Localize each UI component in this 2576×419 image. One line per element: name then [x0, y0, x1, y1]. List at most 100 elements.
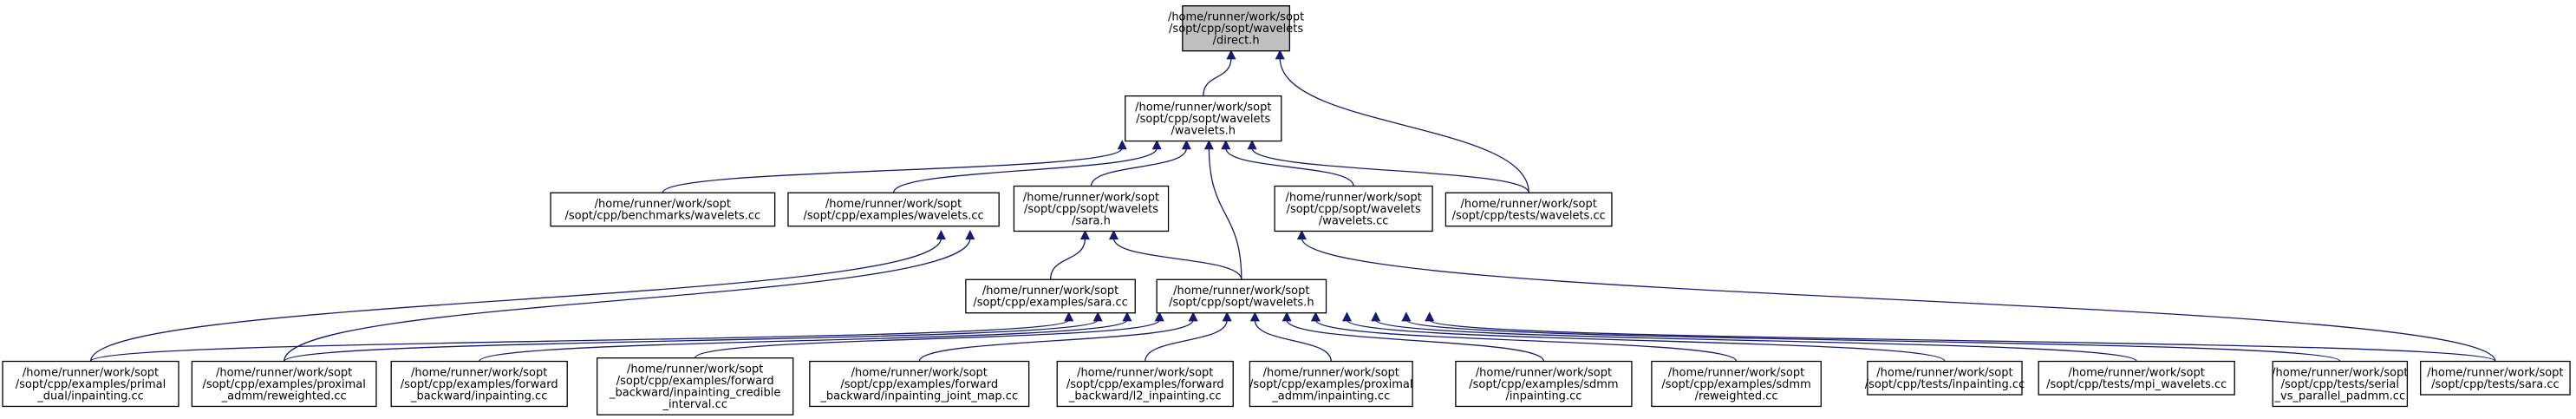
node-label-line: /sopt/cpp/tests/sara.cc: [2431, 378, 2559, 391]
node-label-line: /sopt/cpp/examples/forward: [401, 378, 558, 391]
node-sdmm-inp[interactable]: /home/runner/work/sopt/sopt/cpp/examples…: [1455, 360, 1633, 408]
node-label-line: /sopt/cpp/examples/sdmm: [1661, 378, 1810, 391]
node-ex-wavelets-cc[interactable]: /home/runner/work/sopt/sopt/cpp/examples…: [787, 192, 1000, 227]
node-label-line: /home/runner/work/sopt: [1876, 367, 2012, 380]
arrowhead: [1092, 311, 1103, 322]
edge-fb_cred-to-sopt_wavelets_h: [695, 311, 1164, 359]
arrowhead: [1275, 49, 1285, 60]
node-tests-serial[interactable]: /home/runner/work/sopt/sopt/cpp/tests/se…: [2272, 360, 2408, 408]
arrowhead: [1221, 140, 1231, 150]
edge-tests_inp-to-sopt_wavelets_h: [1341, 311, 1946, 363]
node-prox-inp[interactable]: /home/runner/work/sopt/sopt/cpp/examples…: [1249, 360, 1413, 408]
node-fb-joint[interactable]: /home/runner/work/sopt/sopt/cpp/examples…: [809, 360, 1030, 408]
node-box: [1867, 360, 2023, 396]
edge-tests_serial-to-sopt_wavelets_h: [1401, 311, 2341, 363]
arrowhead: [965, 230, 975, 240]
node-label-line: /sopt/cpp/examples/proximal: [1249, 378, 1412, 391]
node-label-line: /wavelets.h: [1171, 125, 1236, 138]
node-wavelets-wavelets-h[interactable]: /home/runner/work/sopt/sopt/cpp/sopt/wav…: [1125, 95, 1282, 142]
node-sopt-wavelets-h[interactable]: /home/runner/work/sopt/sopt/cpp/sopt/wav…: [1156, 278, 1327, 314]
node-direct-h[interactable]: /home/runner/work/sopt/sopt/cpp/sopt/wav…: [1168, 5, 1304, 52]
node-box: [191, 360, 377, 408]
node-label-line: /home/runner/work/sopt: [1173, 285, 1309, 298]
edge-fb_inp-to-sopt_wavelets_h: [479, 311, 1132, 363]
edge-prox_rew-to-sara_h: [283, 230, 975, 362]
edge-sdmm_inp-to-sopt_wavelets_h: [1281, 311, 1545, 362]
node-tests-sara[interactable]: /home/runner/work/sopt/sopt/cpp/tests/sa…: [2420, 360, 2571, 396]
arrowhead: [1222, 311, 1232, 322]
node-label-line: /home/runner/work/sopt: [1285, 192, 1421, 205]
node-label-line: /home/runner/work/sopt: [2427, 367, 2563, 380]
node-label-line: /home/runner/work/sopt: [1263, 366, 1399, 379]
node-box: [965, 278, 1136, 314]
node-box: [1182, 5, 1291, 52]
edge-bench_wavelets_cc-to-wavelets_wavelets_h: [662, 140, 1127, 193]
node-sopt-wavelets-wavelets-cc[interactable]: /home/runner/work/sopt/sopt/cpp/sopt/wav…: [1274, 185, 1433, 232]
arrowhead: [1249, 311, 1260, 322]
edge-prox_inp-to-sopt_wavelets_h: [1249, 311, 1332, 362]
arrowhead: [1401, 311, 1412, 322]
node-box: [809, 360, 1030, 408]
node-label-line: /direct.h: [1213, 35, 1260, 48]
arrowhead: [1151, 140, 1162, 150]
node-label-line: _interval.cc: [662, 398, 727, 411]
node-label-line: /sopt/cpp/sopt/wavelets.h: [1169, 297, 1314, 310]
edge-tests_wavelets_cc-to-direct_h: [1275, 49, 1529, 193]
node-label-line: /home/runner/work/sopt: [1023, 192, 1159, 205]
node-bench-wavelets-cc[interactable]: /home/runner/work/sopt/sopt/cpp/benchmar…: [550, 192, 776, 227]
node-label-line: /home/runner/work/sopt: [627, 363, 763, 376]
node-label-line: /sopt/cpp/tests/inpainting.cc: [1865, 378, 2025, 391]
node-label-line: /home/runner/work/sopt: [1077, 366, 1213, 379]
node-box: [597, 357, 794, 416]
node-box: [390, 360, 568, 408]
node-label-line: /sopt/cpp/examples/forward: [1066, 378, 1224, 391]
node-label-line: /inpainting.cc: [1505, 390, 1581, 403]
node-label-line: /home/runner/work/sopt: [23, 366, 159, 379]
node-label-line: _admm/inpainting.cc: [1271, 390, 1390, 403]
node-box: [1249, 360, 1413, 408]
node-label-line: /sara.h: [1072, 215, 1111, 228]
node-label-line: /sopt/cpp/benchmarks/wavelets.cc: [565, 210, 761, 223]
node-fb-cred[interactable]: /home/runner/work/sopt/sopt/cpp/examples…: [597, 357, 794, 416]
node-tests-mpi[interactable]: /home/runner/work/sopt/sopt/cpp/tests/mp…: [2038, 360, 2235, 396]
node-label-line: /home/runner/work/sopt: [411, 366, 547, 379]
node-ex-sara-cc[interactable]: /home/runner/work/sopt/sopt/cpp/examples…: [965, 278, 1136, 314]
node-label-line: /sopt/cpp/examples/sdmm: [1469, 378, 1618, 391]
node-label-line: /home/runner/work/sopt: [595, 198, 731, 211]
arrowhead: [1203, 140, 1214, 150]
edge-sdmm_rew-to-sopt_wavelets_h: [1310, 311, 1738, 362]
node-sdmm-rew[interactable]: /home/runner/work/sopt/sopt/cpp/examples…: [1651, 360, 1822, 408]
node-label-line: /sopt/cpp/sopt/wavelets: [1136, 113, 1270, 126]
node-label-line: /wavelets.cc: [1319, 215, 1389, 228]
node-label-line: /home/runner/work/sopt: [825, 198, 962, 211]
edge-primal_dual-to-sara_h: [89, 230, 946, 362]
node-tests-wavelets-cc[interactable]: /home/runner/work/sopt/sopt/cpp/tests/wa…: [1445, 192, 1613, 227]
node-label-line: _dual/inpainting.cc: [36, 390, 144, 403]
node-label-line: /sopt/cpp/tests/wavelets.cc: [1452, 210, 1606, 223]
node-sara-h[interactable]: /home/runner/work/sopt/sopt/cpp/sopt/wav…: [1013, 185, 1170, 232]
node-prox-rew[interactable]: /home/runner/work/sopt/sopt/cpp/examples…: [191, 360, 377, 408]
node-box: [1651, 360, 1822, 408]
node-box: [2420, 360, 2571, 396]
node-fb-inp[interactable]: /home/runner/work/sopt/sopt/cpp/examples…: [390, 360, 568, 408]
arrowhead: [1108, 230, 1119, 240]
node-label-line: _backward/inpainting_credible: [609, 387, 780, 400]
edges-layer: [89, 49, 2496, 363]
node-label-line: /home/runner/work/sopt: [982, 285, 1118, 298]
edge-prox_rew-to-sopt_wavelets_h: [283, 311, 1103, 363]
edge-tests_wavelets_cc-to-wavelets_wavelets_h: [1247, 140, 1529, 193]
arrowhead: [1247, 140, 1257, 150]
node-tests-inp[interactable]: /home/runner/work/sopt/sopt/cpp/tests/in…: [1865, 360, 2025, 396]
node-box: [1274, 185, 1433, 232]
node-label-line: /sopt/cpp/tests/mpi_wavelets.cc: [2046, 378, 2227, 391]
nodes-layer: /home/runner/work/sopt/sopt/cpp/sopt/wav…: [2, 5, 2571, 416]
arrowhead: [1425, 311, 1435, 322]
node-label-line: /sopt/cpp/examples/wavelets.cc: [803, 210, 983, 223]
node-primal-dual[interactable]: /home/runner/work/sopt/sopt/cpp/examples…: [2, 360, 179, 408]
node-label-line: /home/runner/work/sopt: [2272, 366, 2408, 379]
node-label-line: /sopt/cpp/sopt/wavelets: [1169, 23, 1303, 36]
node-label-line: /home/runner/work/sopt: [1476, 366, 1612, 379]
node-fb-l2[interactable]: /home/runner/work/sopt/sopt/cpp/examples…: [1056, 360, 1234, 408]
node-label-line: /sopt/cpp/tests/serial: [2281, 378, 2399, 391]
node-label-line: /home/runner/work/sopt: [1168, 11, 1304, 24]
